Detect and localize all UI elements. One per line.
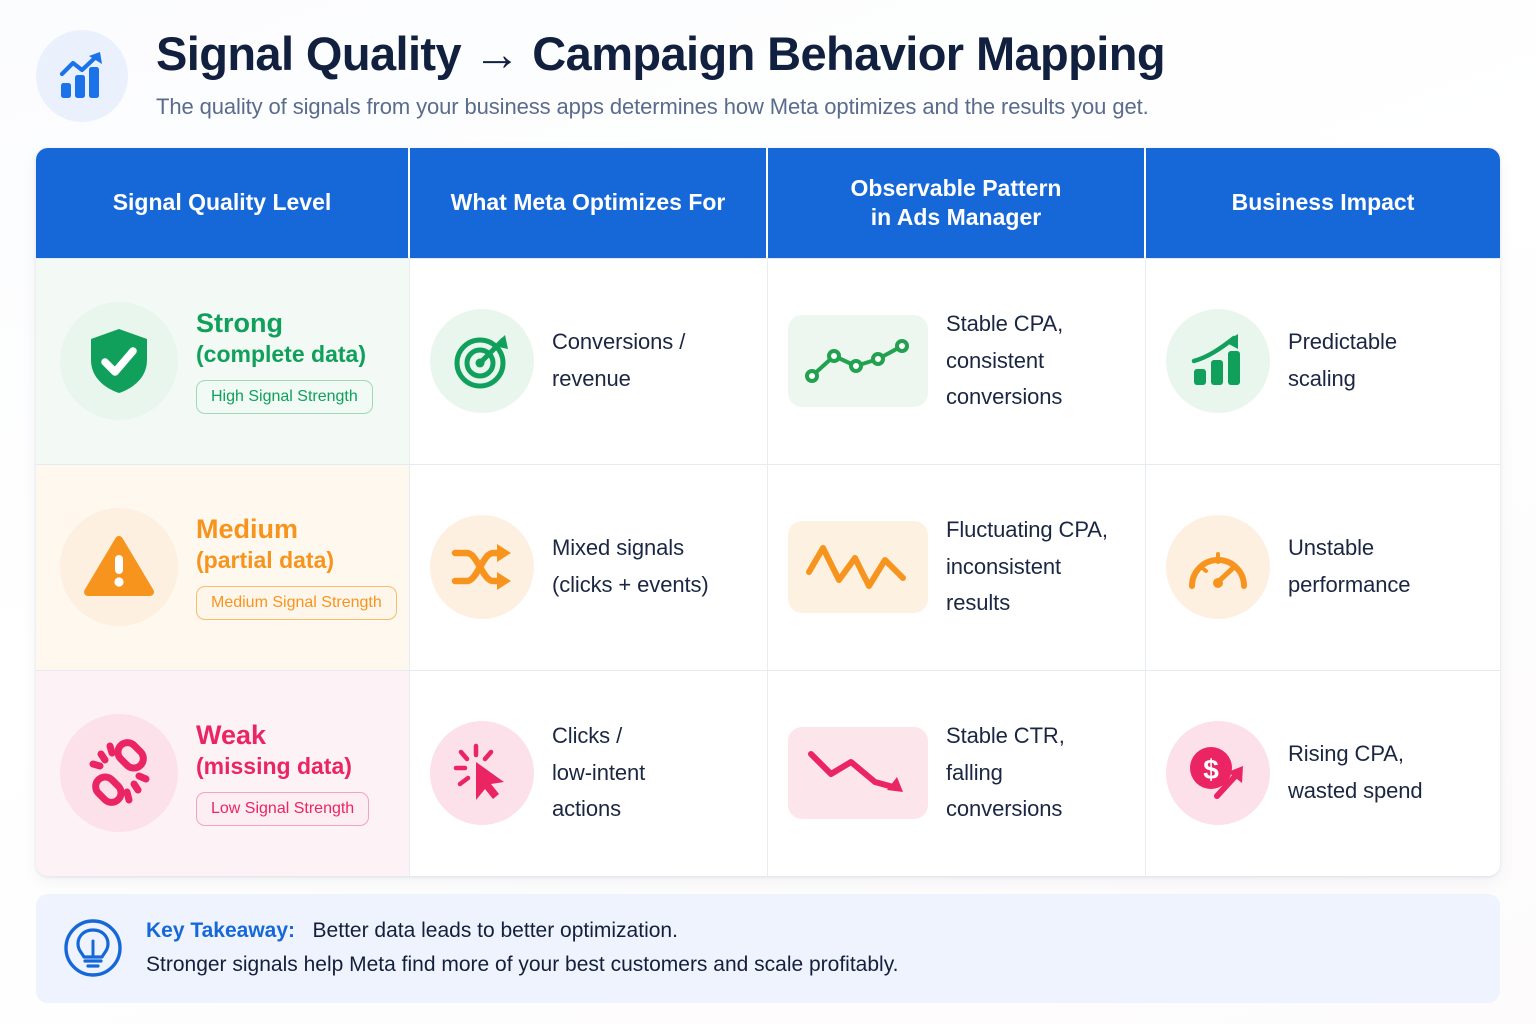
text-line: Fluctuating CPA, xyxy=(946,516,1108,542)
bar-chart-growth-icon xyxy=(55,49,109,103)
lightbulb-icon xyxy=(62,917,124,979)
cell-level-weak: Weak (missing data) Low Signal Strength xyxy=(36,670,410,876)
status-badge: Low Signal Strength xyxy=(196,792,370,827)
broken-chain-link-icon xyxy=(60,714,178,832)
text-line: revenue xyxy=(552,366,631,391)
column-header-observable-pattern-line2: in Ads Manager xyxy=(870,203,1042,230)
takeaway-line-1: Key Takeaway: Better data leads to bette… xyxy=(146,914,898,949)
column-header-what-meta-optimizes-for: What Meta Optimizes For xyxy=(410,148,768,258)
text-line: performance xyxy=(1288,572,1411,597)
takeaway-line-2: Stronger signals help Meta find more of … xyxy=(146,953,899,977)
dollar-coin-rising-arrow-icon: $ xyxy=(1166,721,1270,825)
cell-text: Clicks / low-intent actions xyxy=(552,718,645,829)
cell-pattern-strong: Stable CPA, consistent conversions xyxy=(768,258,1146,464)
text-line: low-intent xyxy=(552,759,646,785)
text-line: inconsistent xyxy=(946,553,1061,579)
cell-text: Stable CTR, falling conversions xyxy=(946,718,1065,829)
cell-optimizes-medium: Mixed signals (clicks + events) xyxy=(410,464,768,670)
level-subtitle: (complete data) xyxy=(196,340,366,367)
cell-text: Conversions / revenue xyxy=(552,324,685,398)
zigzag-volatile-chart-icon xyxy=(788,521,928,613)
cell-level-medium: Medium (partial data) Medium Signal Stre… xyxy=(36,464,410,670)
cursor-click-icon xyxy=(430,721,534,825)
text-line: (clicks + events) xyxy=(552,572,709,597)
status-badge: High Signal Strength xyxy=(196,380,373,415)
status-badge: Medium Signal Strength xyxy=(196,586,397,621)
cell-impact-medium: Unstable performance xyxy=(1146,464,1500,670)
declining-arrow-chart-icon xyxy=(788,727,928,819)
cell-optimizes-weak: Clicks / low-intent actions xyxy=(410,670,768,876)
column-header-signal-quality-level: Signal Quality Level xyxy=(36,148,410,258)
takeaway-text-1: Better data leads to better optimization… xyxy=(312,918,678,942)
warning-triangle-icon xyxy=(60,508,178,626)
text-line: consistent xyxy=(946,347,1045,373)
table-row: Medium (partial data) Medium Signal Stre… xyxy=(36,463,1500,670)
column-header-business-impact: Business Impact xyxy=(1231,189,1415,216)
text-line: Conversions / xyxy=(552,329,686,355)
key-takeaway-banner: Key Takeaway: Better data leads to bette… xyxy=(36,893,1500,1003)
text-line: Stable CPA, xyxy=(946,310,1064,336)
level-subtitle: (partial data) xyxy=(196,546,335,573)
cell-level-strong: Strong (complete data) High Signal Stren… xyxy=(36,258,410,464)
line-chart-stable-icon xyxy=(788,315,928,407)
table-header-row: Signal Quality Level What Meta Optimizes… xyxy=(36,148,1500,258)
takeaway-label: Key Takeaway: xyxy=(146,918,296,942)
cell-pattern-weak: Stable CTR, falling conversions xyxy=(768,670,1146,876)
text-line: Unstable xyxy=(1288,535,1375,561)
text-line: falling xyxy=(946,759,1003,785)
growth-bars-arrow-up-icon xyxy=(1166,309,1270,413)
cell-text: Fluctuating CPA, inconsistent results xyxy=(946,512,1108,623)
svg-text:$: $ xyxy=(1203,754,1219,785)
text-line: Mixed signals xyxy=(552,535,684,561)
text-line: Predictable xyxy=(1288,329,1397,355)
text-line: wasted spend xyxy=(1288,778,1423,803)
cell-impact-strong: Predictable scaling xyxy=(1146,258,1500,464)
cell-text: Predictable scaling xyxy=(1288,324,1397,398)
text-line: conversions xyxy=(946,384,1063,410)
brand-logo-badge xyxy=(36,30,128,122)
table-row: Weak (missing data) Low Signal Strength xyxy=(36,669,1500,876)
text-line: Stable CTR, xyxy=(946,722,1065,748)
text-line: Clicks / xyxy=(552,722,623,748)
column-header-observable-pattern: Observable Pattern in Ads Manager xyxy=(768,148,1146,258)
text-line: scaling xyxy=(1288,366,1356,391)
cell-text: Rising CPA, wasted spend xyxy=(1288,736,1423,810)
cell-text: Stable CPA, consistent conversions xyxy=(946,306,1063,417)
target-bullseye-icon xyxy=(430,309,534,413)
text-line: Rising CPA, xyxy=(1288,741,1404,767)
level-subtitle: (missing data) xyxy=(196,752,352,779)
column-header-observable-pattern-line1: Observable Pattern xyxy=(850,175,1062,201)
header: Signal Quality → Campaign Behavior Mappi… xyxy=(0,0,1536,122)
text-line: conversions xyxy=(946,796,1063,822)
table-row: Strong (complete data) High Signal Stren… xyxy=(36,257,1500,464)
level-name: Medium xyxy=(196,513,299,544)
cell-text: Unstable performance xyxy=(1288,530,1411,604)
shield-check-icon xyxy=(60,302,178,420)
cell-optimizes-strong: Conversions / revenue xyxy=(410,258,768,464)
page-title: Signal Quality → Campaign Behavior Mappi… xyxy=(156,27,1166,80)
shuffle-arrows-icon xyxy=(430,515,534,619)
level-name: Strong xyxy=(196,307,283,338)
cell-pattern-medium: Fluctuating CPA, inconsistent results xyxy=(768,464,1146,670)
level-name: Weak xyxy=(196,719,267,750)
text-line: actions xyxy=(552,796,622,822)
page-subtitle: The quality of signals from your busines… xyxy=(156,93,1149,119)
gauge-speedometer-icon xyxy=(1166,515,1270,619)
cell-text: Mixed signals (clicks + events) xyxy=(552,530,709,604)
cell-impact-weak: $ Rising CPA, wasted spend xyxy=(1146,670,1500,876)
signal-quality-table: Signal Quality Level What Meta Optimizes… xyxy=(36,148,1500,876)
text-line: results xyxy=(946,590,1011,616)
